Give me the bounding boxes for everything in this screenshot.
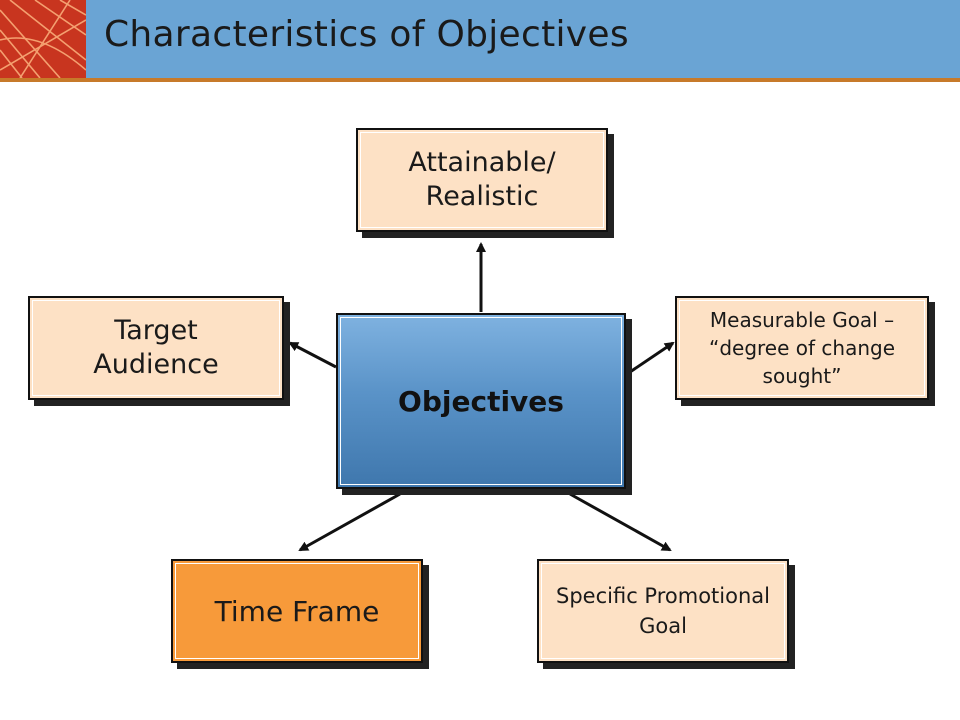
node-specific-promotional-goal: Specific Promotional Goal — [537, 559, 789, 663]
node-objectives: Objectives — [336, 313, 626, 489]
arrow-to-left — [288, 341, 337, 369]
logo-lines-icon — [0, 0, 87, 79]
title-bar: Characteristics of Objectives — [0, 0, 960, 79]
node-target-audience: Target Audience — [28, 296, 284, 400]
page-title: Characteristics of Objectives — [104, 14, 629, 55]
arrow-to-bottom-right — [569, 492, 672, 552]
node-time-frame: Time Frame — [171, 559, 423, 663]
arrow-to-bottom-left — [298, 492, 401, 552]
node-attainable-realistic: Attainable/ Realistic — [356, 128, 608, 232]
header-divider — [0, 78, 960, 82]
arrow-to-right — [629, 341, 675, 374]
logo — [0, 0, 87, 79]
node-measurable-goal: Measurable Goal – “degree of change soug… — [675, 296, 929, 400]
